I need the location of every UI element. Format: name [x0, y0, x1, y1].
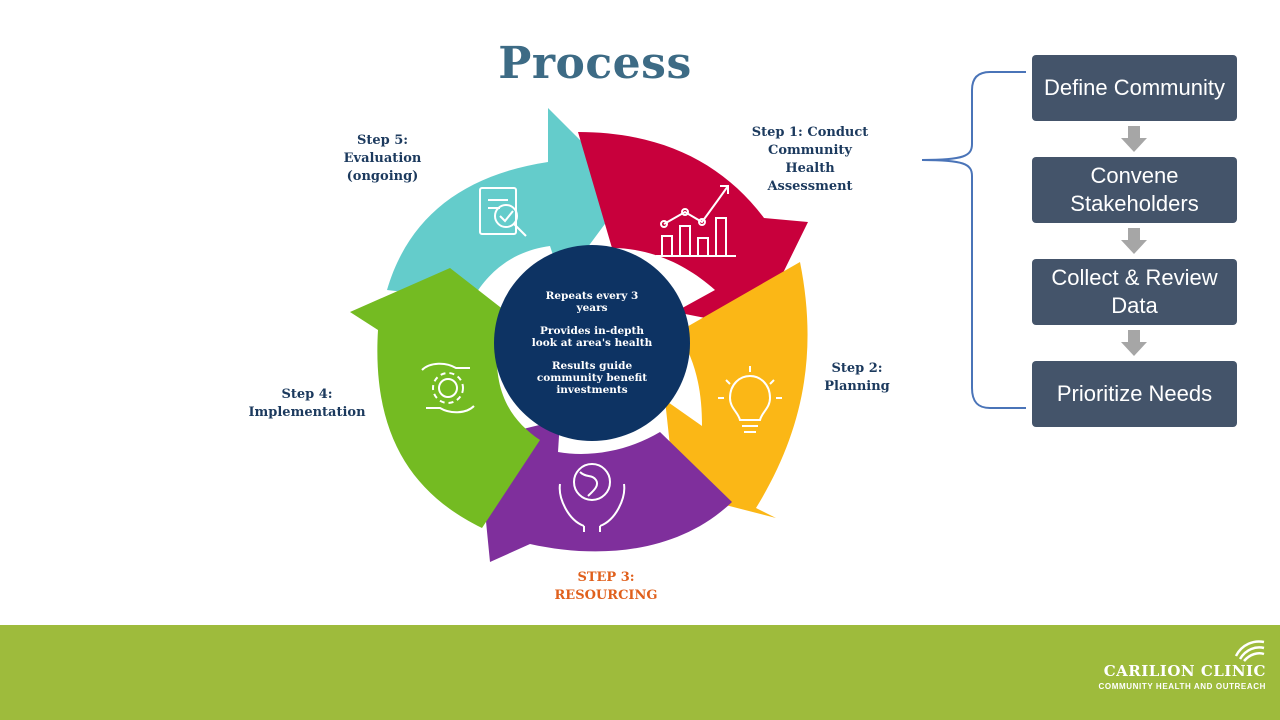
process-cycle-diagram: Repeats every 3 years Provides in-depth … — [350, 108, 808, 562]
step4-label: Step 4: Implementation — [240, 386, 374, 422]
step1-label-line: Step 1: Conduct — [751, 125, 869, 140]
step2-label-line: Planning — [824, 379, 890, 394]
lightbulb-icon — [718, 366, 782, 433]
step5-label: Step 5: Evaluation (ongoing) — [330, 132, 435, 186]
logo-name: CARILION CLINIC — [1103, 662, 1266, 680]
step1-label: Step 1: Conduct Community Health Assessm… — [740, 124, 880, 196]
footer-band — [0, 625, 1280, 720]
step2-label-line: Step 2: — [831, 361, 883, 376]
step5-label-line: (ongoing) — [346, 169, 419, 184]
step3-label-line: STEP 3: — [577, 570, 635, 585]
bar-chart-trend-icon — [656, 185, 736, 257]
step1-arrow — [578, 132, 808, 328]
center-text-3: Provides in-depth — [540, 325, 644, 337]
step1-label-line: Assessment — [767, 179, 853, 194]
flow-box-convene-stakeholders: Convene Stakeholders — [1032, 157, 1237, 223]
step3-label-line: RESOURCING — [554, 588, 658, 603]
flow-box-define-community: Define Community — [1032, 55, 1237, 121]
step4-arrow — [350, 268, 540, 528]
flow-box-prioritize-needs: Prioritize Needs — [1032, 361, 1237, 427]
globe-hands-icon — [558, 463, 626, 532]
logo-swoosh-icon — [1234, 640, 1265, 662]
center-text-5: Results guide — [552, 360, 633, 372]
step5-label-line: Step 5: — [356, 133, 409, 148]
down-arrow-icon — [1121, 228, 1147, 254]
step3-label: STEP 3: RESOURCING — [546, 569, 666, 605]
flow-box-collect-review-data: Collect & Review Data — [1032, 259, 1237, 325]
center-text-1: Repeats every 3 — [546, 290, 639, 302]
down-arrow-icon — [1121, 330, 1147, 356]
step3-arrow — [478, 420, 732, 562]
down-arrow-icon — [1121, 126, 1147, 152]
center-circle — [494, 245, 690, 441]
center-text-4: look at area's health — [532, 337, 653, 349]
step2-arrow — [665, 262, 808, 518]
page-title: Process — [498, 38, 692, 89]
step2-label: Step 2: Planning — [812, 360, 902, 396]
carilion-logo: CARILION CLINIC COMMUNITY HEALTH AND OUT… — [1099, 636, 1266, 691]
step1-label-line: Health — [785, 161, 835, 176]
step1-label-line: Community — [768, 143, 852, 158]
center-text-7: investments — [556, 384, 627, 396]
step4-label-line: Step 4: — [281, 387, 333, 402]
step5-label-line: Evaluation — [343, 151, 422, 166]
center-text-2: years — [575, 302, 607, 314]
brace-connector — [921, 71, 1026, 409]
document-check-icon — [479, 187, 527, 237]
step4-label-line: Implementation — [248, 405, 366, 420]
gear-hands-icon — [421, 362, 475, 414]
center-text-6: community benefit — [537, 372, 647, 384]
logo-subtitle: COMMUNITY HEALTH AND OUTREACH — [1098, 682, 1266, 691]
